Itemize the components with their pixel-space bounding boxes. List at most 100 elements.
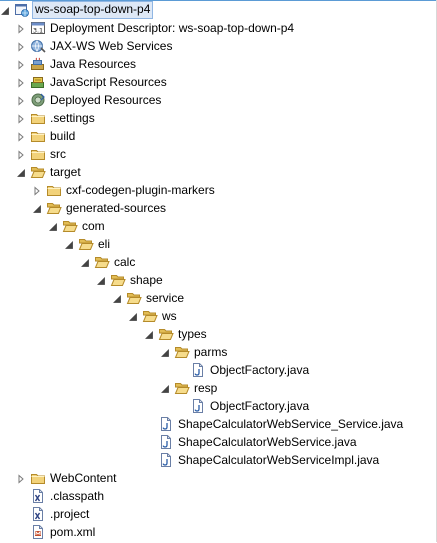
tree-item[interactable]: Deployed Resources [0, 91, 436, 109]
tree-item-label: .settings [50, 111, 95, 125]
tree-item-label: ObjectFactory.java [210, 363, 310, 377]
chevron-collapsed-icon[interactable] [32, 185, 42, 196]
tree-item[interactable]: service [0, 289, 436, 307]
tree-item[interactable]: shape [0, 271, 436, 289]
tree-item-label: ShapeCalculatorWebServiceImpl.java [178, 453, 380, 467]
tree-item[interactable]: ws [0, 307, 436, 325]
java-resources-icon [30, 56, 46, 72]
tree-item[interactable]: ObjectFactory.java [0, 361, 436, 379]
java-file-icon [158, 452, 174, 468]
tree-item[interactable]: ShapeCalculatorWebService_Service.java [0, 415, 436, 433]
chevron-expanded-icon[interactable] [160, 347, 170, 357]
tree-item-label: Deployment Descriptor: ws-soap-top-down-… [50, 21, 295, 35]
tree-item-label: shape [130, 273, 163, 287]
tree-item-label: .classpath [50, 489, 105, 503]
tree-item[interactable]: WebContent [0, 469, 436, 487]
tree-item[interactable]: eli [0, 235, 436, 253]
chevron-collapsed-icon[interactable] [16, 113, 26, 124]
tree-item[interactable]: .settings [0, 109, 436, 127]
tree-item-label: target [50, 165, 81, 179]
pom-file-icon [30, 524, 46, 540]
chevron-expanded-icon[interactable] [0, 5, 10, 15]
tree-item[interactable]: 3.1 Deployment Descriptor: ws-soap-top-do… [0, 19, 436, 37]
folder-open-icon [142, 308, 158, 324]
tree-item[interactable]: types [0, 325, 436, 343]
xml-file-icon [30, 506, 46, 522]
tree-item-label: resp [194, 381, 218, 395]
tree-item[interactable]: ObjectFactory.java [0, 397, 436, 415]
folder-icon [30, 470, 46, 486]
javascript-resources-icon [30, 74, 46, 90]
tree-item[interactable]: ShapeCalculatorWebServiceImpl.java [0, 451, 436, 469]
folder-open-icon [174, 380, 190, 396]
tree-item-label: Java Resources [50, 57, 137, 71]
tree-item-label: src [50, 147, 66, 161]
chevron-collapsed-icon[interactable] [16, 41, 26, 52]
chevron-collapsed-icon[interactable] [16, 95, 26, 106]
tree-item[interactable]: .classpath [0, 487, 436, 505]
tree-item-label: JAX-WS Web Services [50, 39, 173, 53]
tree-item[interactable]: ws-soap-top-down-p4 [0, 0, 436, 19]
chevron-expanded-icon[interactable] [160, 383, 170, 393]
folder-open-icon [126, 290, 142, 306]
chevron-collapsed-icon[interactable] [16, 473, 26, 484]
tree-item[interactable]: ShapeCalculatorWebService.java [0, 433, 436, 451]
chevron-expanded-icon[interactable] [16, 167, 26, 177]
tree-item-label: eli [98, 237, 111, 251]
tree-item-label: ws-soap-top-down-p4 [32, 1, 154, 19]
folder-open-icon [174, 344, 190, 360]
tree-item[interactable]: Java Resources [0, 55, 436, 73]
chevron-expanded-icon[interactable] [80, 257, 90, 267]
tree-item[interactable]: build [0, 127, 436, 145]
svg-text:3.1: 3.1 [33, 27, 43, 35]
chevron-collapsed-icon[interactable] [16, 23, 26, 34]
tree-item-label: parms [194, 345, 228, 359]
tree-item-label: pom.xml [50, 525, 96, 539]
folder-icon [30, 110, 46, 126]
tree-item-label: .project [50, 507, 90, 521]
folder-open-icon [78, 236, 94, 252]
chevron-collapsed-icon[interactable] [16, 77, 26, 88]
folder-open-icon [46, 200, 62, 216]
chevron-expanded-icon[interactable] [48, 221, 58, 231]
tree-item[interactable]: cxf-codegen-plugin-markers [0, 181, 436, 199]
tree-item-label: ws [162, 309, 177, 323]
folder-icon [30, 128, 46, 144]
tree-item-label: types [178, 327, 207, 341]
tree-item[interactable]: pom.xml [0, 523, 436, 541]
tree-item-label: cxf-codegen-plugin-markers [66, 183, 215, 197]
chevron-expanded-icon[interactable] [96, 275, 106, 285]
java-file-icon [158, 434, 174, 450]
tree-item-label: ObjectFactory.java [210, 399, 310, 413]
tree-item-label: service [146, 291, 185, 305]
tree-item[interactable]: JAX-WS Web Services [0, 37, 436, 55]
tree-item-label: Deployed Resources [50, 93, 162, 107]
tree-item[interactable]: .project [0, 505, 436, 523]
tree-item[interactable]: generated-sources [0, 199, 436, 217]
chevron-expanded-icon[interactable] [128, 311, 138, 321]
tree-item[interactable]: JavaScript Resources [0, 73, 436, 91]
tree-item-label: generated-sources [66, 201, 167, 215]
folder-open-icon [30, 164, 46, 180]
chevron-collapsed-icon[interactable] [16, 149, 26, 160]
tree-item[interactable]: src [0, 145, 436, 163]
tree-item[interactable]: resp [0, 379, 436, 397]
deployment-descriptor-icon: 3.1 [30, 20, 46, 36]
tree-item[interactable]: target [0, 163, 436, 181]
tree-item-label: com [82, 219, 105, 233]
java-file-icon [190, 398, 206, 414]
tree-item-label: calc [114, 255, 136, 269]
tree-item[interactable]: com [0, 217, 436, 235]
tree-item[interactable]: calc [0, 253, 436, 271]
folder-icon [46, 182, 62, 198]
folder-icon [30, 146, 46, 162]
chevron-expanded-icon[interactable] [144, 329, 154, 339]
chevron-collapsed-icon[interactable] [16, 59, 26, 70]
chevron-collapsed-icon[interactable] [16, 131, 26, 142]
chevron-expanded-icon[interactable] [32, 203, 42, 213]
chevron-expanded-icon[interactable] [112, 293, 122, 303]
tree-item[interactable]: parms [0, 343, 436, 361]
chevron-expanded-icon[interactable] [64, 239, 74, 249]
xml-file-icon [30, 488, 46, 504]
